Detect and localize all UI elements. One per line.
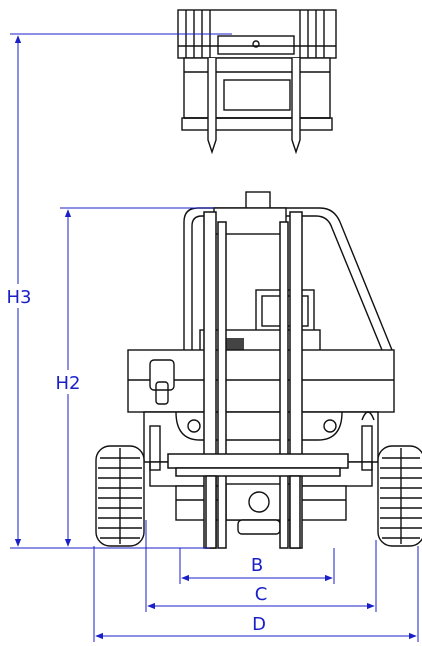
c-label: C <box>255 584 268 605</box>
mast-and-forks <box>167 211 349 549</box>
forklift-front-view <box>127 191 395 535</box>
left-wheel <box>95 445 145 547</box>
h2-label-bg <box>54 370 84 394</box>
b-label: B <box>251 555 263 576</box>
right-wheel <box>377 445 422 547</box>
h3-label: H3 <box>7 287 32 308</box>
h2-label: H2 <box>56 373 81 394</box>
h3-label-bg <box>4 284 34 308</box>
raised-fork-carriage <box>177 9 337 155</box>
d-label: D <box>252 614 266 635</box>
